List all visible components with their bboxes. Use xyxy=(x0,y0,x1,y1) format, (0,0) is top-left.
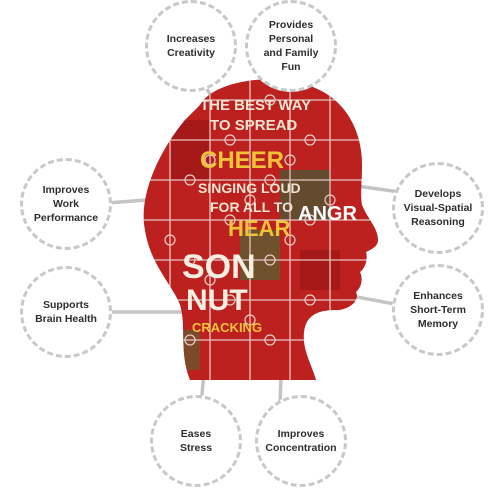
bubble-supports-brain-health: Supports Brain Health xyxy=(20,266,112,358)
head-text-cracking: CRACKING xyxy=(192,320,262,335)
head-text-nut: NUT xyxy=(186,284,248,317)
head-text-to-spread: TO SPREAD xyxy=(210,117,297,134)
bubble-improves-concentration: Improves Concentration xyxy=(255,395,347,487)
bubble-improves-work-performance: Improves Work Performance xyxy=(20,158,112,250)
head-text-singing-loud: SINGING LOUD xyxy=(198,180,301,196)
label-personal-family-fun: Provides Personal and Family Fun xyxy=(263,19,319,73)
bubble-increases-creativity: Increases Creativity xyxy=(145,0,237,92)
label-supports-brain-health: Supports Brain Health xyxy=(35,299,97,325)
head-text-for-all-to: FOR ALL TO xyxy=(210,199,293,215)
label-short-term-memory: Enhances Short-Term Memory xyxy=(410,290,466,330)
label-improves-work-performance: Improves Work Performance xyxy=(33,184,99,224)
head-text-son: SON xyxy=(182,248,256,286)
bubble-eases-stress: Eases Stress xyxy=(150,395,242,487)
head-puzzle: THE BEST WAY TO SPREAD CHEER SINGING LOU… xyxy=(143,79,378,381)
bubble-visual-spatial-reasoning: Develops Visual-Spatial Reasoning xyxy=(392,162,484,254)
head-text-cheer: CHEER xyxy=(200,147,284,174)
label-improves-concentration: Improves Concentration xyxy=(265,428,337,454)
label-increases-creativity: Increases Creativity xyxy=(166,33,216,59)
bubble-personal-family-fun: Provides Personal and Family Fun xyxy=(245,0,337,92)
head-text-angr: ANGR xyxy=(298,203,357,225)
head-text-hear: HEAR xyxy=(228,216,290,241)
label-eases-stress: Eases Stress xyxy=(179,428,213,454)
label-visual-spatial-reasoning: Develops Visual-Spatial Reasoning xyxy=(403,188,473,228)
bubble-short-term-memory: Enhances Short-Term Memory xyxy=(392,264,484,356)
head-text-best-way: THE BEST WAY xyxy=(200,97,311,114)
